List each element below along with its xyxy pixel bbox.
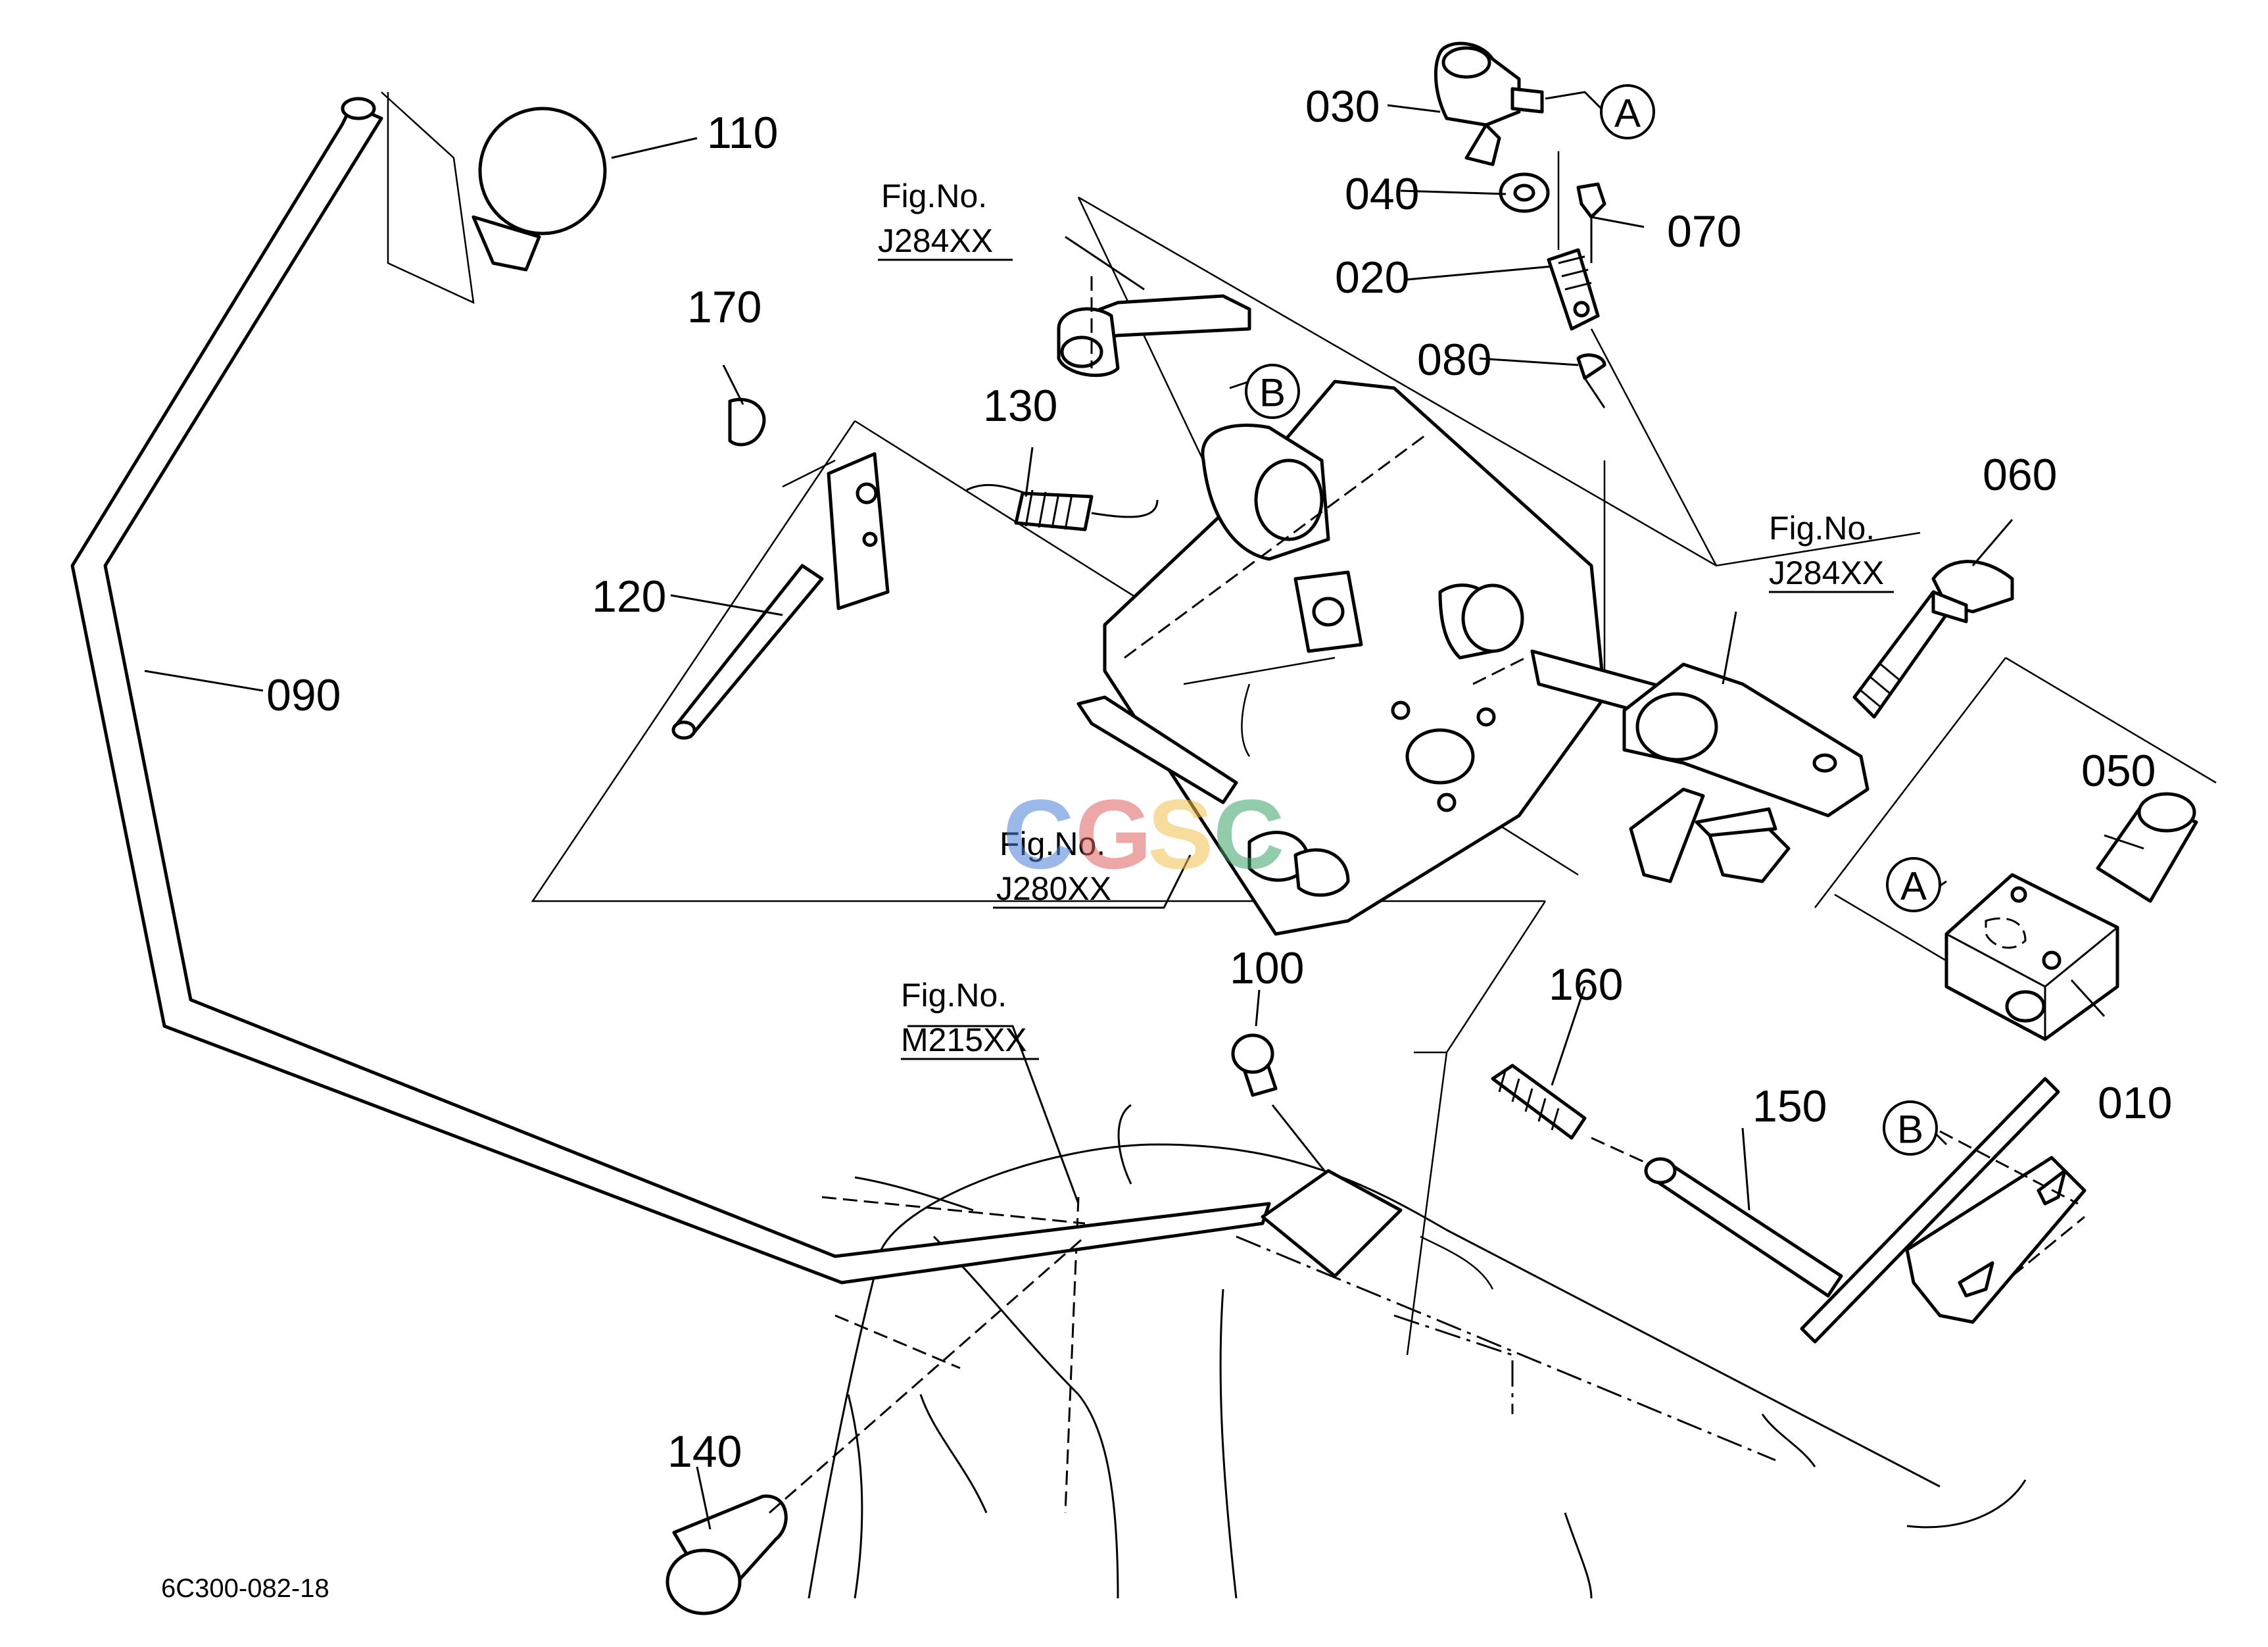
part-label-040: 040 [1345,169,1419,219]
fig-ref-center-label: Fig.No. [1000,825,1105,862]
spring-160 [1491,1064,1664,1172]
block-010 [1944,873,2119,1041]
watermark-letter-4: C [1213,779,1284,889]
leader-lines [144,91,2144,1530]
fig-ref-top-label: Fig.No. [881,178,987,214]
lever-120 [671,452,890,740]
cap-100 [1231,1033,1403,1278]
clip-170 [728,397,766,447]
part-label-150: 150 [1752,1081,1827,1131]
bolt-060 [1852,560,2014,719]
spring-130 [966,483,1159,531]
right-bracket-j284 [1622,662,1870,883]
joint-assembly-upper [1434,41,1606,408]
part-label-110: 110 [707,108,778,158]
part-label-170: 170 [687,282,761,332]
fig-ref-center-code: J280XX [996,870,1111,907]
fig-ref-right-code: J284XX [1769,554,1884,591]
pedal-bracket [1800,1077,2087,1344]
part-label-020: 020 [1335,253,1409,303]
watermark-letter-3: S [1147,779,1213,889]
watermark-letter-2: G [1075,779,1152,889]
part-label-070: 070 [1667,207,1741,257]
part-label-140: 140 [667,1427,742,1477]
part-label-010: 010 [2098,1078,2172,1128]
callout-b-bottom: B [1897,1108,1923,1152]
knob-110 [471,107,607,272]
part-label-120: 120 [592,572,666,622]
machine-body-outline [808,1104,2027,1599]
part-label-160: 160 [1549,960,1623,1010]
part-label-050: 050 [2081,746,2156,796]
drawing-code: 6C300-082-18 [161,1574,329,1603]
part-label-030: 030 [1305,82,1380,132]
part-number-labels: 110 030 040 070 020 080 170 130 120 090 … [266,82,2172,1477]
part-label-060: 060 [1983,450,2057,500]
grip-140 [665,1235,1086,1615]
fig-ref-bottom-code: M215XX [901,1021,1027,1058]
callout-a-top: A [1614,91,1641,135]
fig-ref-bottom-label: Fig.No. [901,977,1007,1014]
figure-references: Fig.No. J284XX Fig.No. J284XX Fig.No. J2… [878,178,1894,1060]
fig-ref-top-code: J284XX [878,222,993,259]
watermark-letter-1: C [1003,779,1074,889]
circled-callouts: A A B B [1245,84,1941,1156]
fig-ref-right-label: Fig.No. [1769,510,1875,547]
pin-150 [1644,1157,1843,1298]
top-bracket-j284 [1057,276,1251,378]
part-label-080: 080 [1417,335,1491,385]
part-label-130: 130 [983,381,1057,431]
callout-a-mid: A [1900,864,1927,908]
main-bracket-assembly [1076,380,1606,936]
callout-b-top: B [1259,371,1286,415]
part-label-090: 090 [266,670,341,720]
watermark-logo: C G S C [1003,779,1284,889]
shift-rod-090 [70,97,1271,1285]
part-label-100: 100 [1230,943,1304,993]
bushing-050 [2096,792,2198,903]
